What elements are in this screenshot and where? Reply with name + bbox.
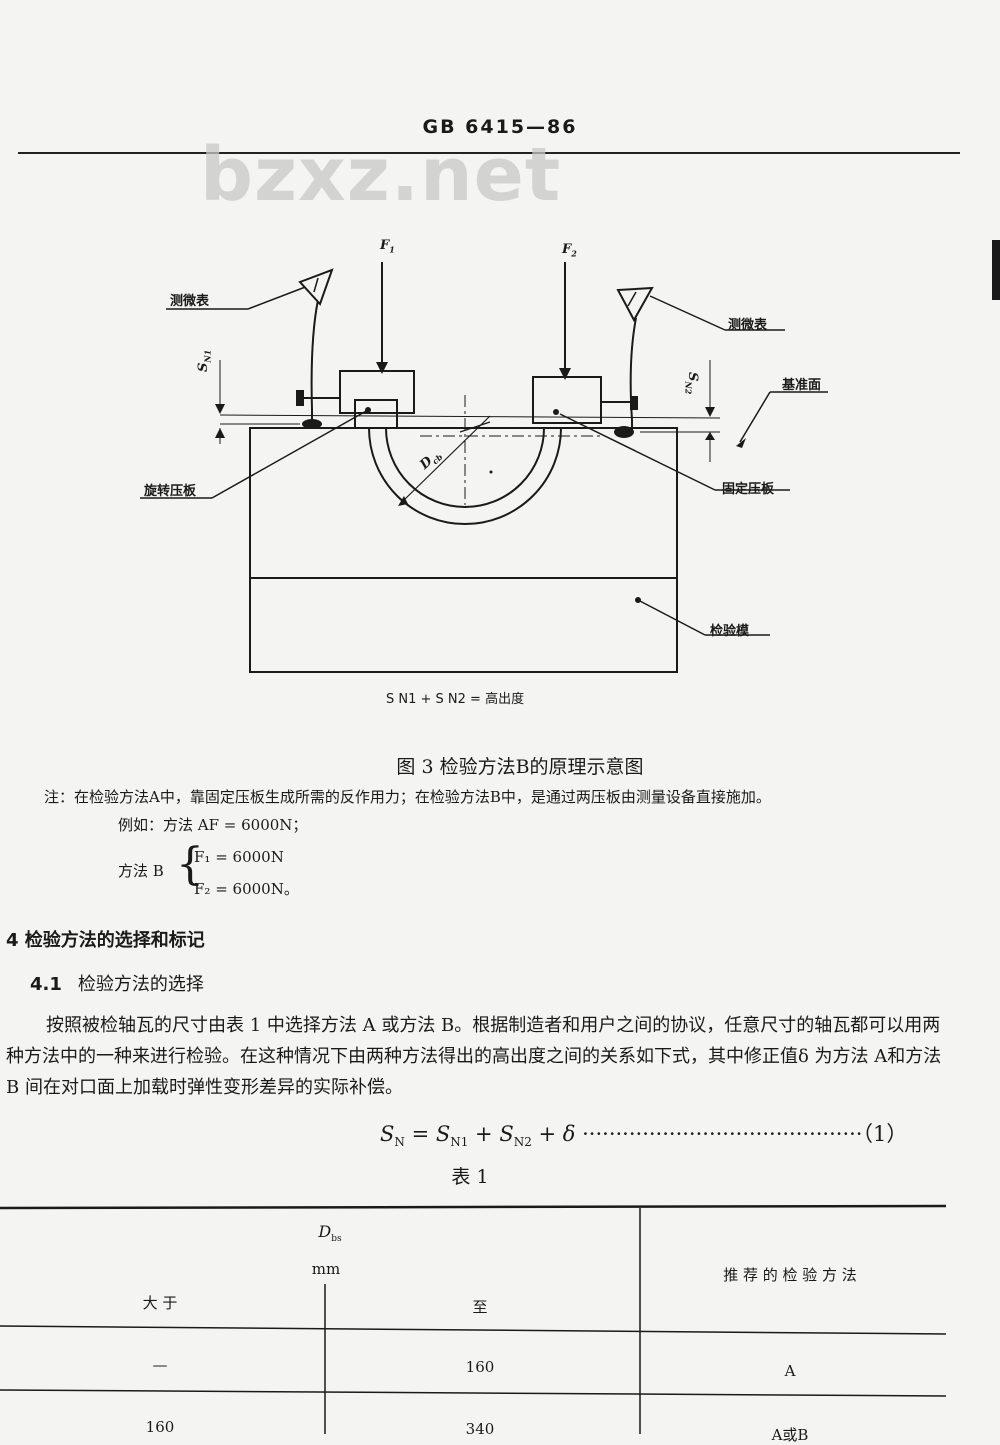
test-block-outline xyxy=(249,427,678,673)
section-4-1-paragraph: 按照被检轴瓦的尺寸由表 1 中选择方法 A 或方法 B。根据制造者和用户之间的协… xyxy=(6,1015,942,1098)
table-header-unit: mm xyxy=(311,1260,341,1278)
formula-1: SN = SN1 + SN2 + δ ·····················… xyxy=(380,1122,908,1150)
figure-note: 注：在检验方法A中，靠固定压板生成所需的反作用力；在检验方法B中，是通过两压板由… xyxy=(44,788,771,806)
example-f2-value: F₂ = 6000N。 xyxy=(194,880,299,898)
table-header-up-to: 至 xyxy=(472,1298,488,1316)
table-row-2-to: 340 xyxy=(465,1420,495,1438)
label-reference-plane: 基准面 xyxy=(782,378,822,393)
table-header-method: 推 荐 的 检 验 方 法 xyxy=(723,1266,857,1284)
table-row-1-gt: — xyxy=(152,1356,168,1374)
example-f1-value: F₁ = 6000N xyxy=(194,848,284,866)
left-rotating-plate xyxy=(354,399,398,429)
label-dial-right: 测微表 xyxy=(728,318,768,333)
table-header-greater-than: 大 于 xyxy=(142,1294,178,1312)
figure-caption: 图 3 检验方法B的原理示意图 xyxy=(396,756,644,778)
example-method-b-label: 方法 B xyxy=(118,862,164,880)
page-header-code: GB 6415—86 xyxy=(422,116,578,138)
label-sn1: SN1 xyxy=(196,349,213,372)
example-method-a: 例如：方法 AF = 6000N； xyxy=(118,816,308,834)
left-load-block xyxy=(339,370,415,414)
label-rotating-plate: 旋转压板 xyxy=(144,484,197,499)
label-fixed-plate: 固定压板 xyxy=(722,482,775,497)
bearing-shell-inner xyxy=(385,427,545,508)
figure-3-diagram xyxy=(140,240,1000,673)
table-1-grid xyxy=(0,1204,947,1434)
brace-symbol: { xyxy=(176,839,204,890)
table-row-2-method: A或B xyxy=(771,1426,809,1444)
dial-gauge-right-icon xyxy=(616,286,654,323)
bearing-shell-outer xyxy=(368,427,562,525)
section-4-heading: 4 检验方法的选择和标记 xyxy=(6,930,205,951)
header-rule xyxy=(18,152,960,154)
table-row-1-to: 160 xyxy=(465,1358,495,1376)
right-load-block xyxy=(532,376,602,424)
label-dial-left: 测微表 xyxy=(170,294,210,309)
label-f2: F2 xyxy=(562,242,577,259)
label-height-formula: S N1 + S N2 = 高出度 xyxy=(386,692,525,707)
watermark-text: bzxz.net xyxy=(200,132,562,218)
label-test-block: 检验模 xyxy=(710,624,750,639)
table-row-1-method: A xyxy=(784,1362,796,1380)
label-f1: F1 xyxy=(380,238,395,255)
table-header-dimension: Dbs xyxy=(318,1222,342,1245)
table-row-2-gt: 160 xyxy=(145,1418,175,1436)
label-sn2: SN2 xyxy=(683,372,700,395)
table-1-title: 表 1 xyxy=(451,1166,489,1188)
